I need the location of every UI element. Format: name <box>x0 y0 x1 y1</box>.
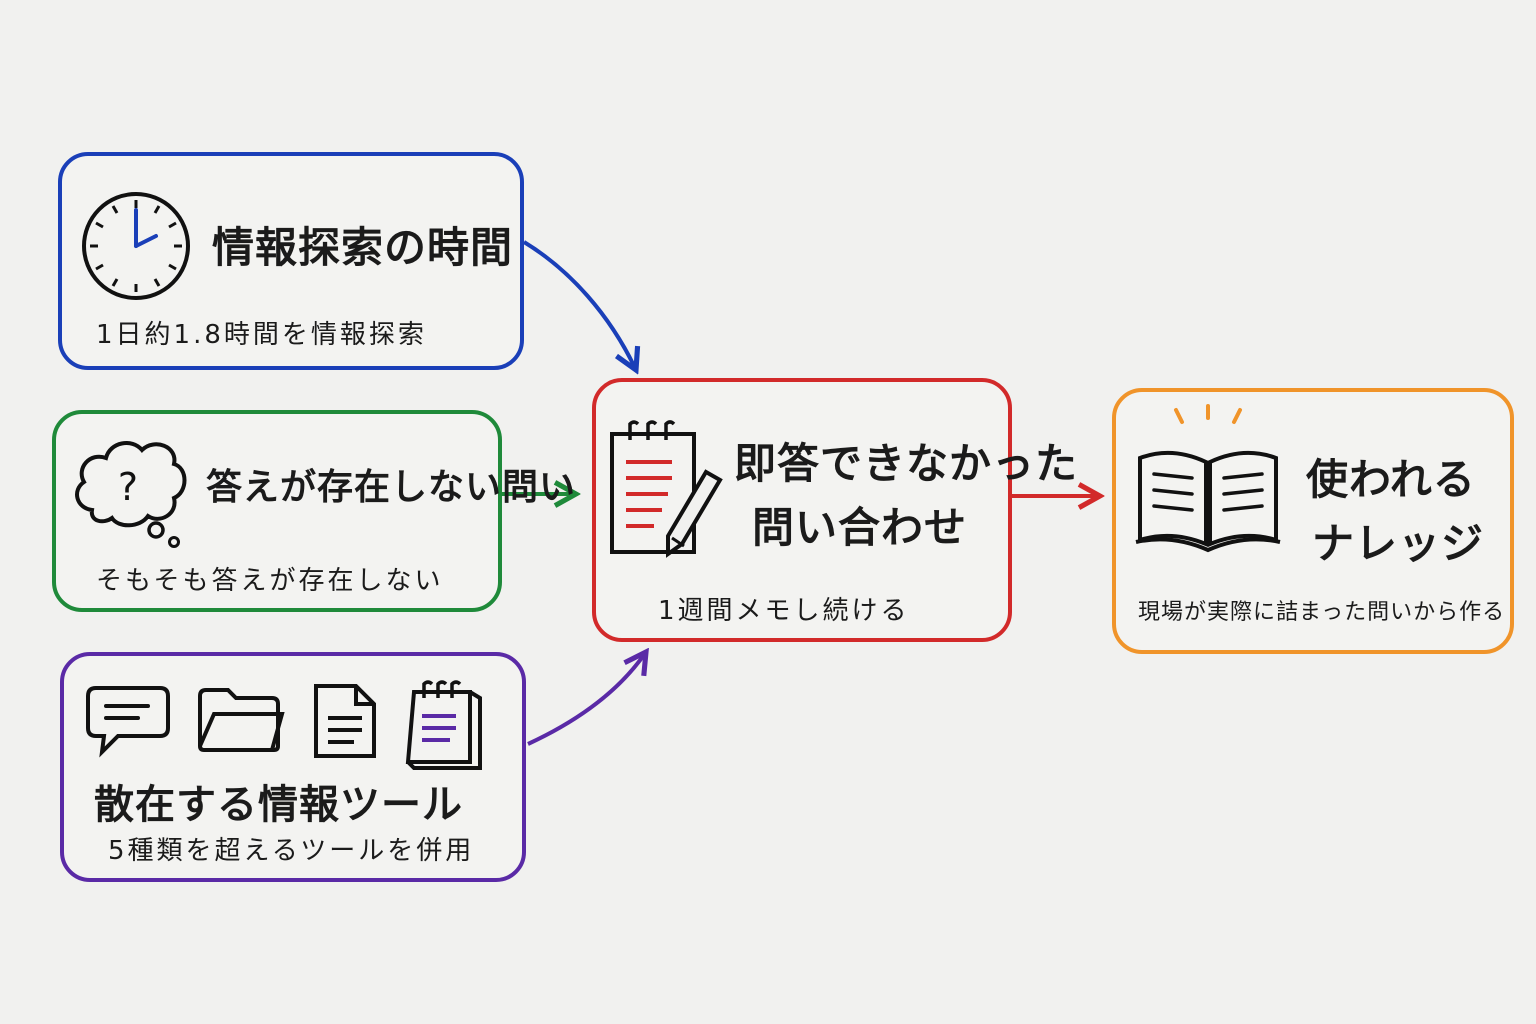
notepad-pen-icon <box>610 420 723 558</box>
node-title-line2: 問い合わせ <box>752 503 968 552</box>
document-icon <box>314 684 376 758</box>
arrow-search-to-unanswered <box>522 240 636 370</box>
node-search-time <box>58 152 524 370</box>
node-subtitle: そもそも答えが存在しない <box>96 566 444 596</box>
notepad-icon <box>405 680 482 770</box>
node-subtitle: 1週間メモし続ける <box>658 596 910 626</box>
node-subtitle: 現場が実際に詰まった問いから作る <box>1138 600 1506 625</box>
thought-cloud-question-icon: ? <box>75 441 187 548</box>
arrow-tools-to-unanswered <box>527 652 646 746</box>
node-subtitle: 1日約1.8時間を情報探索 <box>96 320 427 350</box>
node-title-line1: 即答できなかった <box>734 439 1079 488</box>
folder-icon <box>198 688 285 752</box>
node-title-line1: 使われる <box>1306 455 1476 504</box>
node-title: 答えが存在しない問い <box>206 467 577 508</box>
node-title-line2: ナレッジ <box>1312 519 1485 568</box>
node-subtitle: 5種類を超えるツールを併用 <box>108 836 475 866</box>
node-title: 情報探索の時間 <box>212 223 514 272</box>
open-book-icon <box>1135 404 1281 553</box>
chat-bubble-icon <box>86 686 170 758</box>
node-usable-knowledge <box>1112 388 1514 654</box>
clock-icon <box>82 192 190 300</box>
svg-text:?: ? <box>118 465 138 509</box>
node-title: 散在する情報ツール <box>94 782 463 828</box>
